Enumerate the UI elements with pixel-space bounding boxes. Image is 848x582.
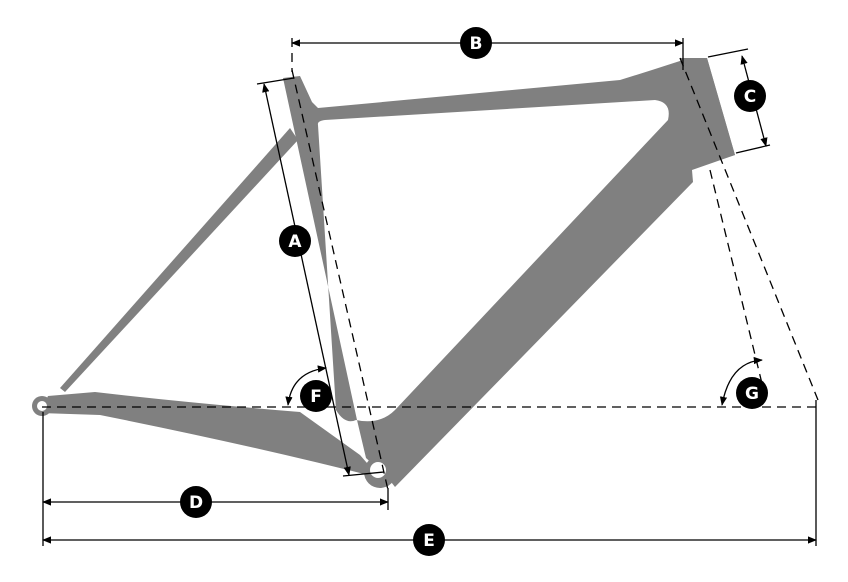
main-triangle bbox=[283, 58, 735, 487]
badge-E: E bbox=[413, 524, 445, 556]
badge-B-label: B bbox=[470, 34, 483, 54]
label-badges: A B C D E F G bbox=[180, 27, 768, 556]
dimension-C-cap-bottom bbox=[735, 144, 771, 154]
head-tube bbox=[680, 58, 735, 165]
angle-G-arc bbox=[719, 356, 763, 406]
seat-stay bbox=[60, 128, 298, 392]
dimension-C-cap-top bbox=[707, 48, 749, 58]
angle-F-arc bbox=[285, 365, 327, 406]
badge-C: C bbox=[734, 80, 766, 112]
badge-C-label: C bbox=[744, 87, 756, 107]
badge-D-label: D bbox=[189, 493, 203, 513]
badge-E-label: E bbox=[423, 531, 435, 551]
steering-axis bbox=[679, 57, 819, 401]
bike-frame bbox=[32, 58, 735, 488]
badge-D: D bbox=[180, 486, 212, 518]
badge-G: G bbox=[736, 377, 768, 409]
dimension-A-line bbox=[262, 83, 351, 476]
dimension-A-cap-bottom bbox=[342, 471, 385, 477]
dimension-A-cap-top bbox=[256, 77, 295, 85]
badge-A-label: A bbox=[288, 232, 302, 252]
badge-F: F bbox=[300, 380, 332, 412]
badge-B: B bbox=[460, 27, 492, 59]
badge-A: A bbox=[279, 225, 311, 257]
fork-line bbox=[709, 169, 767, 401]
badge-F-label: F bbox=[310, 387, 322, 407]
rear-axle-hole bbox=[37, 401, 47, 411]
badge-G-label: G bbox=[745, 384, 759, 404]
